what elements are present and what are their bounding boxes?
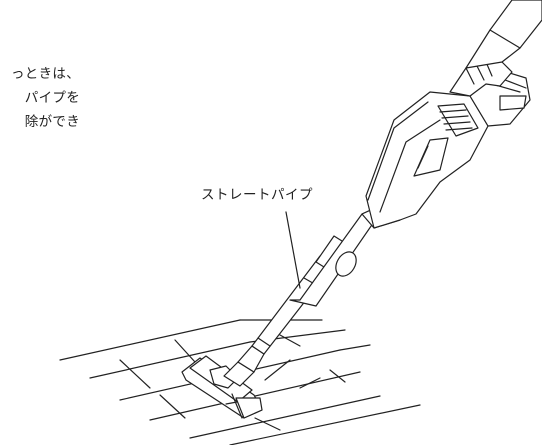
floor-nozzle	[181, 355, 263, 419]
callout-leader-line	[285, 211, 301, 289]
nozzle-joint	[223, 345, 265, 387]
vacuum-body	[365, 69, 531, 229]
instruction-line-1: っときは、	[11, 66, 80, 82]
instruction-line-3: 除ができ	[24, 114, 80, 130]
instruction-line-2: パイプを	[24, 90, 80, 106]
hand-arm	[449, 0, 542, 97]
straight-pipe-label: ストレートパイプ	[201, 187, 313, 203]
instruction-text: っときは、 パイプを 除ができ	[0, 62, 80, 142]
